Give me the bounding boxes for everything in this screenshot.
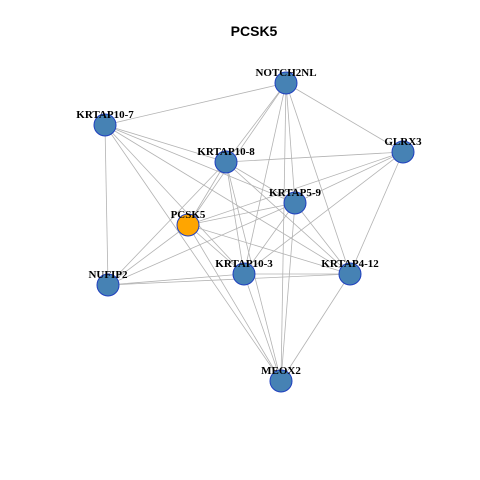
- edge-krtap10-7-nufip2: [104, 124, 109, 286]
- edge-krtap10-7-krtap10-3: [104, 124, 245, 275]
- edge-notch2nl-meox2: [280, 82, 287, 382]
- edge-nufip2-krtap4-12: [107, 273, 351, 286]
- node-label-glrx3: GLRX3: [384, 136, 422, 148]
- node-label-krtap10-8: KRTAP10-8: [197, 146, 255, 158]
- node-label-krtap10-3: KRTAP10-3: [215, 258, 273, 270]
- nodes-layer: NOTCH2NL KRTAP10-7GLRX3KRTAP10-8KRTAP5-9P…: [76, 67, 422, 393]
- edge-notch2nl-krtap10-7: [104, 82, 287, 126]
- node-pcsk5[interactable]: PCSK5: [171, 209, 206, 237]
- edge-krtap10-7-meox2: [104, 124, 282, 382]
- edge-nufip2-krtap10-3: [107, 273, 245, 286]
- node-notch2nl[interactable]: NOTCH2NL: [255, 67, 317, 95]
- node-krtap10-7[interactable]: KRTAP10-7: [76, 109, 134, 137]
- node-circle-krtap5-9[interactable]: [283, 191, 307, 215]
- edge-krtap5-9-meox2: [280, 202, 296, 382]
- edge-krtap4-12-meox2: [280, 273, 351, 382]
- node-label-notch2nl: NOTCH2NL: [255, 67, 316, 79]
- edge-krtap5-9-krtap4-12: [294, 202, 351, 275]
- edge-krtap10-8-nufip2: [107, 161, 227, 286]
- node-nufip2[interactable]: NUFIP2: [88, 269, 128, 297]
- edge-krtap10-8-krtap5-9: [225, 161, 296, 204]
- edge-glrx3-pcsk5: [187, 151, 404, 226]
- node-circle-krtap10-8[interactable]: [214, 150, 238, 174]
- edge-glrx3-krtap10-8: [225, 151, 404, 163]
- node-circle-meox2[interactable]: [269, 369, 293, 393]
- edge-krtap10-7-krtap5-9: [104, 124, 296, 204]
- node-circle-notch2nl[interactable]: [274, 71, 298, 95]
- edge-notch2nl-krtap10-3: [243, 82, 287, 275]
- edge-pcsk5-krtap4-12: [187, 224, 351, 275]
- edge-notch2nl-krtap10-8: [225, 82, 287, 163]
- edge-notch2nl-pcsk5: [187, 82, 287, 226]
- edge-notch2nl-krtap4-12: [285, 82, 351, 275]
- node-circle-krtap10-7[interactable]: [93, 113, 117, 137]
- node-label-meox2: MEOX2: [261, 365, 301, 377]
- edge-krtap10-8-pcsk5: [187, 161, 227, 226]
- edge-glrx3-krtap4-12: [349, 151, 404, 275]
- node-label-pcsk5: PCSK5: [171, 209, 206, 221]
- node-meox2[interactable]: MEOX2: [261, 365, 301, 393]
- node-label-krtap10-7: KRTAP10-7: [76, 109, 134, 121]
- node-circle-krtap10-3[interactable]: [232, 262, 256, 286]
- edge-krtap5-9-nufip2: [107, 202, 296, 286]
- edge-krtap10-7-krtap4-12: [104, 124, 351, 275]
- diagram-title: PCSK5: [231, 23, 278, 39]
- node-circle-pcsk5[interactable]: [176, 213, 200, 237]
- node-label-krtap4-12: KRTAP4-12: [321, 258, 379, 270]
- node-krtap10-8[interactable]: KRTAP10-8: [197, 146, 255, 174]
- edge-glrx3-krtap5-9: [294, 151, 404, 204]
- node-circle-krtap4-12[interactable]: [338, 262, 362, 286]
- edge-krtap10-8-krtap10-3: [225, 161, 245, 275]
- node-glrx3[interactable]: GLRX3: [384, 136, 422, 164]
- node-circle-glrx3[interactable]: [391, 140, 415, 164]
- node-label-krtap5-9: KRTAP5-9: [269, 187, 321, 199]
- edge-pcsk5-krtap10-3: [187, 224, 245, 275]
- edge-pcsk5-nufip2: [107, 224, 189, 286]
- edge-krtap5-9-pcsk5: [187, 202, 296, 226]
- edge-notch2nl-glrx3: [285, 82, 404, 153]
- edge-krtap10-3-meox2: [243, 273, 282, 382]
- node-label-nufip2: NUFIP2: [88, 269, 128, 281]
- edge-pcsk5-meox2: [187, 224, 282, 382]
- edge-krtap5-9-krtap10-3: [243, 202, 296, 275]
- node-krtap10-3[interactable]: KRTAP10-3: [215, 258, 273, 286]
- node-krtap4-12[interactable]: KRTAP4-12: [321, 258, 379, 286]
- edge-notch2nl-krtap5-9: [285, 82, 296, 204]
- edge-krtap10-7-krtap10-8: [104, 124, 227, 163]
- node-krtap5-9[interactable]: KRTAP5-9: [269, 187, 321, 215]
- edge-glrx3-krtap10-3: [243, 151, 404, 275]
- edge-krtap10-8-krtap4-12: [225, 161, 351, 275]
- node-circle-nufip2[interactable]: [96, 273, 120, 297]
